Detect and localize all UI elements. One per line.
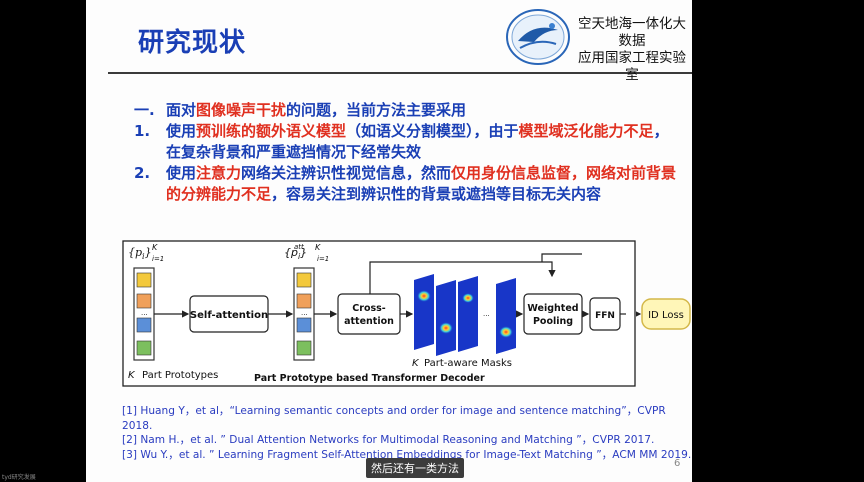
prototype-set-label: {pi} [128,246,152,261]
bullet-highlight: 注意力 [196,164,242,182]
att-superscript: att [294,243,304,251]
svg-text:...: ... [483,310,490,318]
id-loss-label: ID Loss [648,310,684,321]
decoder-diagram: {pi} K i=1 ... Self-attention {pi} att K… [122,240,636,387]
weighted-pooling-label: Weighted [527,303,578,314]
lab-name-line2: 应用国家工程实验室 [578,50,686,83]
lab-name: 空天地海一体化大数据 应用国家工程实验室 [574,16,690,84]
bullet-text: ，在复杂背景和严重遮挡情况下经常失效 [166,122,669,161]
cross-attention-label: attention [344,316,394,327]
k-label: K [412,358,420,369]
att-prototype-set-label: {pi} [284,246,307,261]
slide-title: 研究现状 [138,28,247,58]
set-limit: i=1 [152,255,164,263]
set-limit: i=1 [317,255,329,263]
weighted-pooling-label: Pooling [533,316,573,327]
weighted-pooling-block [523,293,583,335]
id-loss-box: ID Loss [636,298,691,330]
reference-item: [3] Wu Y.，et al. ” Learning Fragment Sel… [122,448,692,461]
part-prototypes-label: Part Prototypes [142,370,218,381]
cross-attention-label: Cross- [352,303,385,314]
svg-text:...: ... [301,309,308,317]
bullet-list: 一.面对图像噪声干扰的问题，当前方法主要采用 1.使用预训练的额外语义模型（如语… [122,100,682,205]
corner-label: tyd研究发展 [2,474,36,481]
decoder-label: Part Prototype based Transformer Decoder [254,373,485,384]
subtitle-caption: 然后还有一类方法 [366,458,464,478]
lab-name-line1: 空天地海一体化大数据 [578,16,686,49]
slide: 研究现状 空天地海一体化大数据 应用国家工程实验室 一. 面对图像噪声干扰的问题，… [86,0,692,482]
bullet-highlight: 预训练的额外语义模型 [196,122,347,140]
title-divider [108,72,692,74]
reference-item: [1] Huang Y，et al，“Learning semantic con… [122,405,666,432]
ffn-label: FFN [595,311,615,321]
part-prototypes-column: ... [133,267,155,361]
k-label: K [128,370,136,381]
bullet-text: 使用 [166,122,197,140]
bullet-highlight: 仅用身份信息监督，网络对前背景的分辨能力不足 [166,164,677,203]
bullet-text: 使用 [166,164,197,182]
bullet-number: 1. [134,122,151,140]
mask-map [496,278,516,354]
mask-map [458,276,478,352]
bullet-text: （如语义分割模型），由于 [346,122,519,140]
bullet-item-2: 2. 使用注意力网络关注辨识性视觉信息，然而仅用身份信息监督，网络对前背景的分辨能… [122,163,682,205]
part-aware-masks: ... [414,274,516,356]
bullet-item-0: 一. 面对图像噪声干扰的问题，当前方法主要采用 [122,100,682,121]
bullet-text: 的问题，当前方法主要采用 [286,101,467,119]
bullet-number: 2. [134,164,151,182]
bullet-text: 网络关注辨识性视觉信息，然而 [241,164,452,182]
bullet-highlight: 图像噪声干扰 [196,101,287,119]
self-attention-label: Self-attention [190,310,268,321]
svg-text:...: ... [141,309,148,317]
masks-label: Part-aware Masks [424,358,512,369]
bullet-text: 面对 [166,101,197,119]
bullet-item-1: 1. 使用预训练的额外语义模型（如语义分割模型），由于模型域泛化能力不足，在复杂背… [122,121,682,163]
bullet-highlight: 模型域泛化能力不足 [518,122,654,140]
page-number: 6 [674,458,681,469]
lab-logo [506,9,570,65]
references: [1] Huang Y，et al，“Learning semantic con… [122,404,692,462]
cross-attention-block [337,293,401,335]
reference-item: [2] Nam H.，et al. ” Dual Attention Netwo… [122,434,655,446]
mask-map [436,280,456,356]
mask-map [414,274,434,350]
att-prototypes-column: ... [293,267,315,361]
bullet-text: ，容易关注到辨识性的背景或遮挡等目标无关内容 [271,185,602,203]
set-sup: K [152,243,158,252]
set-sup: K [315,243,321,252]
bullet-number: 一. [134,101,155,119]
